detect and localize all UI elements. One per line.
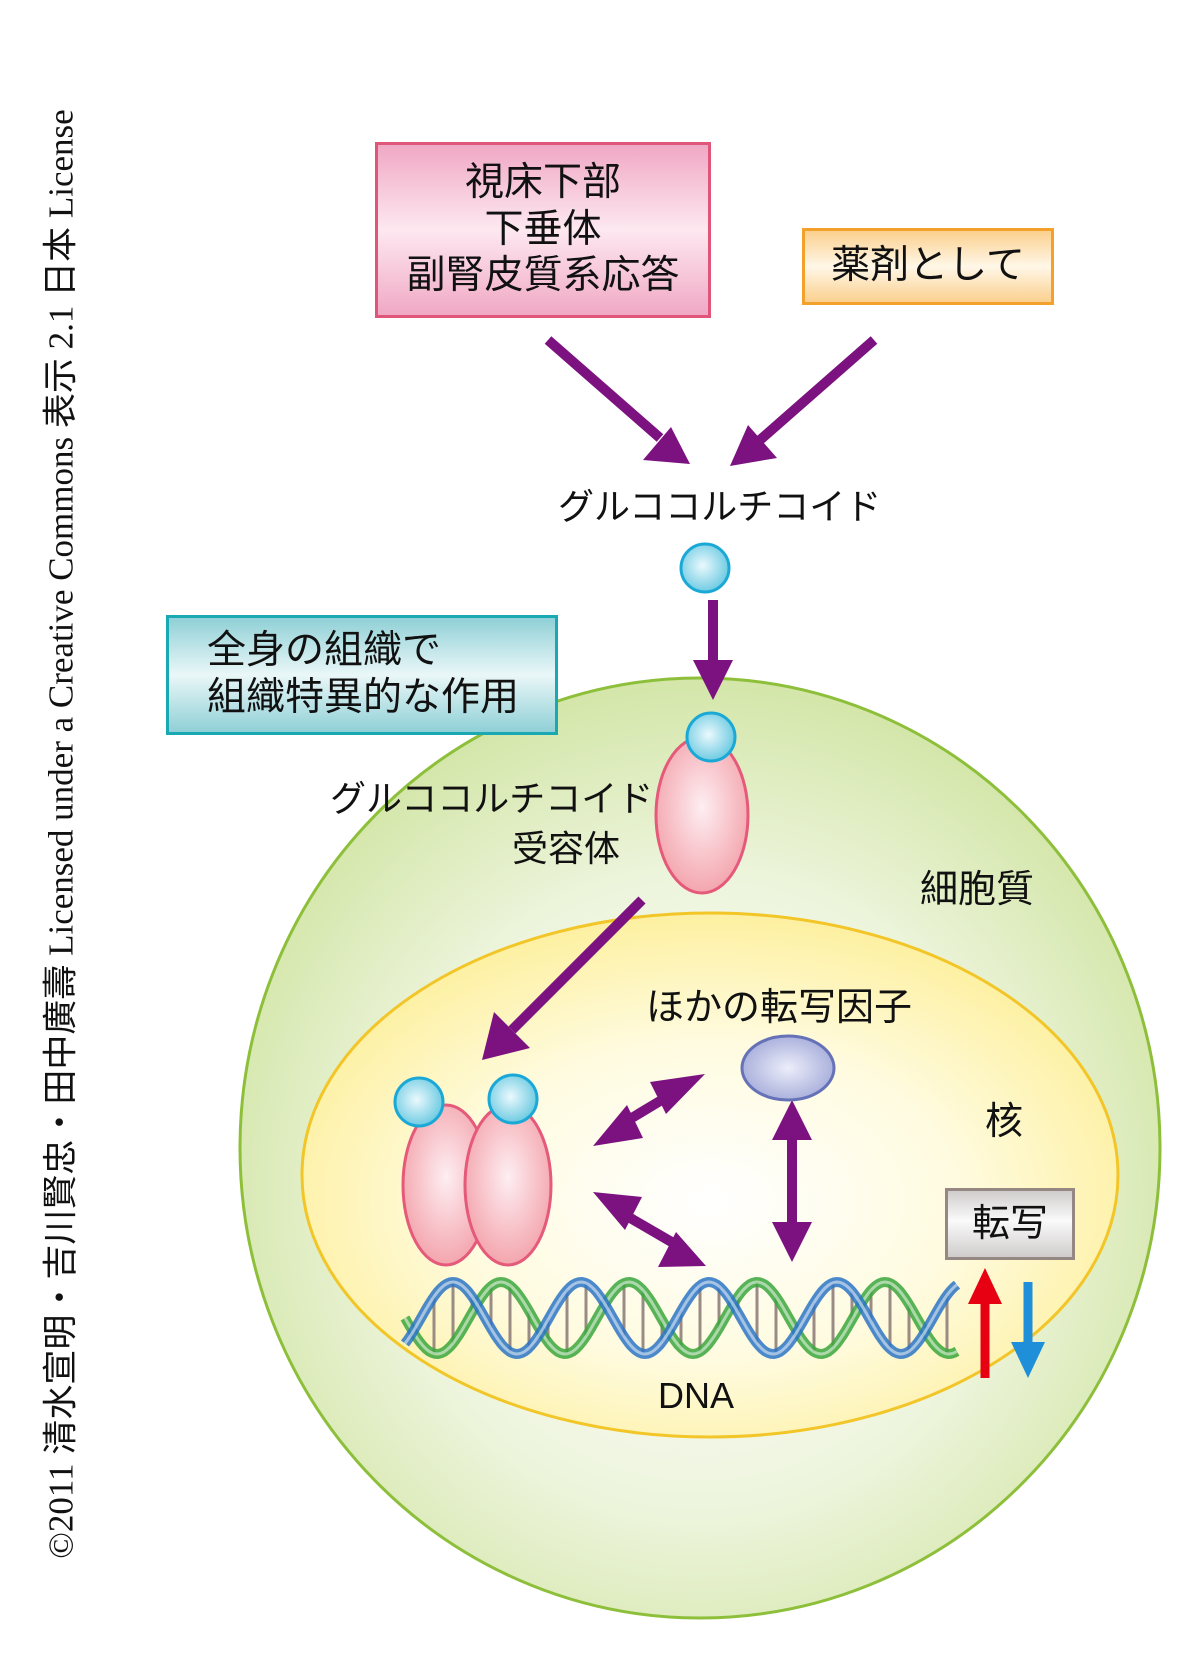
cytoplasm-label: 細胞質 — [920, 867, 1035, 911]
arrow-tf-dna — [772, 1100, 812, 1262]
arrow-hpa-to-glucocorticoid — [544, 336, 690, 464]
glucocorticoid-molecule-dimer-left — [393, 1076, 445, 1128]
hpa-line: 視床下部 — [464, 159, 621, 205]
nucleus-label: 核 — [985, 1099, 1024, 1143]
dna-helix — [400, 1276, 961, 1360]
glucocorticoid-label: グルココルチコイド — [558, 487, 882, 528]
transcription-down-arrow — [1011, 1282, 1045, 1378]
dna-strand-blue-highlight — [403, 1280, 958, 1356]
dna-strand-green-highlight — [403, 1280, 958, 1356]
transcription-box: 転写 — [945, 1188, 1075, 1260]
arrow-glucocorticoid-to-receptor — [693, 600, 733, 700]
arrow-dimer-dna — [593, 1192, 706, 1267]
glucocorticoid-molecule-free — [679, 542, 731, 594]
hpa-line: 副腎皮質系応答 — [406, 253, 680, 299]
effect-line: 組織特異的な作用 — [207, 675, 520, 720]
dna-label: DNA — [658, 1375, 735, 1416]
drug-box: 薬剤として — [802, 228, 1054, 305]
transcription-up-arrow — [968, 1268, 1002, 1378]
tissue-effect-box: 全身の組織で 組織特異的な作用 — [166, 615, 558, 735]
receptor-dimer-right — [463, 1103, 553, 1267]
receptor-label-line1: グルココルチコイド — [330, 779, 654, 820]
effect-line: 全身の組織で — [207, 628, 442, 674]
arrow-dimer-tf — [593, 1074, 705, 1146]
hpa-axis-box: 視床下部 下垂体 副腎皮質系応答 — [375, 142, 711, 318]
arrow-receptor-to-nucleus — [482, 896, 646, 1060]
other-transcription-factor — [740, 1034, 836, 1102]
transcription-label: 転写 — [971, 1201, 1048, 1246]
license-credit: ©2011 清水宣明・吉川賢忠・田中廣壽 Licensed under a Cr… — [41, 109, 81, 1559]
glucocorticoid-molecule-bound — [685, 711, 737, 763]
drug-label: 薬剤として — [831, 243, 1025, 289]
glucocorticoid-molecule-dimer-right — [487, 1073, 539, 1125]
hpa-line: 下垂体 — [484, 206, 602, 252]
other-tf-label: ほかの転写因子 — [646, 985, 913, 1029]
arrow-drug-to-glucocorticoid — [730, 336, 878, 466]
receptor-label-line2: 受容体 — [512, 829, 621, 870]
